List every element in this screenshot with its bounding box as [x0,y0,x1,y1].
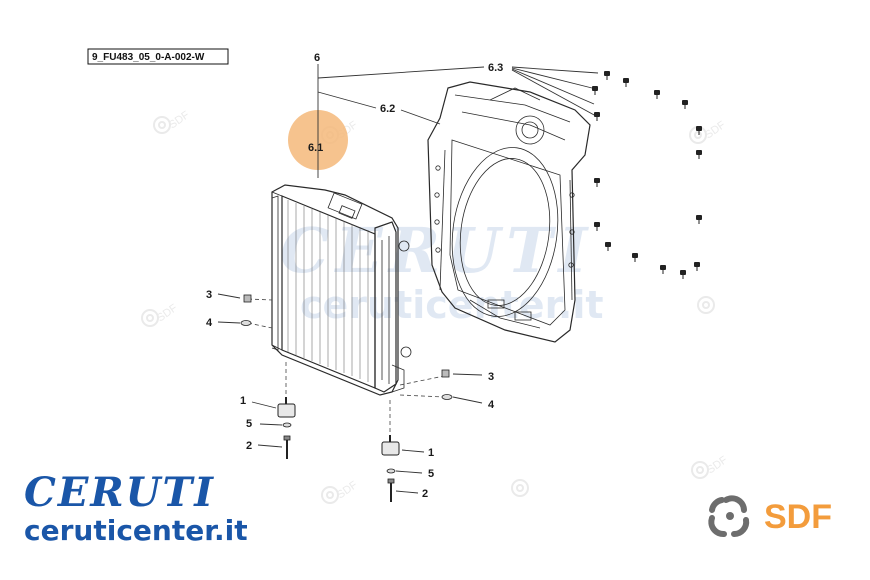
ceruti-url-text: ceruticenter.it [24,514,248,547]
fan-shroud [427,81,591,343]
bolt-icon [694,262,700,271]
background-watermark: CERUTI ceruticenter.it [280,214,604,327]
callout-mount-right: 1 [428,447,434,459]
seal-text: SDF [167,109,192,132]
seal-icon [141,309,159,327]
bolt-icon [696,150,702,159]
ceruti-logo: CERUTI ceruticenter.it [24,469,248,547]
sdf-swirl-icon [708,495,750,538]
spacer-left-icon [282,422,292,428]
bolt-icon [682,100,688,109]
seal-text: SDF [703,119,728,142]
callout-spacer-right: 5 [428,468,434,480]
bolt-icon [605,242,611,251]
washer-right-icon [441,394,453,400]
callout-washer-right: 4 [488,399,495,411]
callout-radiator-label: 6.1 [308,142,323,154]
bolt-icon [696,126,702,135]
watermark-url-text: ceruticenter.it [300,283,604,327]
seal-text: SDF [705,454,730,477]
seal-icon [691,461,709,479]
seal-icon [697,296,715,314]
bolt-icon [632,253,638,262]
top-leader-lines [317,64,599,178]
nut-right-icon [441,369,450,378]
nut-left-icon [243,294,252,303]
bolt-icon [594,178,600,187]
radiator [271,184,412,396]
watermark-ceruti-text: CERUTI [280,214,593,287]
callout-washer-left: 4 [206,317,213,329]
drawing-code-text: 9_FU483_05_0-A-002-W [92,52,205,63]
bolt-icon [592,86,598,95]
bolt-right-icon [387,478,395,502]
sdf-logo-text: SDF [764,498,832,536]
seal-text: SDF [335,479,360,502]
bolt-icon [604,71,610,80]
radiator-core-fins [287,200,369,382]
callout-assembly-label: 6 [314,52,320,64]
ceruti-logo-text: CERUTI [24,469,215,516]
callout-bolt-left: 2 [246,440,252,452]
seal-icon [511,479,529,497]
callout-spacer-left: 5 [246,418,252,430]
washer-left-icon [240,320,252,326]
sdf-logo: SDF [708,495,832,538]
spacer-right-icon [386,468,396,474]
drawing-code-box: 9_FU483_05_0-A-002-W [87,48,229,65]
callout-bolt-right: 2 [422,488,428,500]
right-mount-hardware: 3 4 1 5 2 [381,369,495,502]
seal-icon [321,486,339,504]
callout-shroud-label: 6.2 [380,103,395,115]
bolt-icon [594,112,600,121]
seal-icon [153,116,171,134]
bolt-icon [680,270,686,279]
callout-bolts-label: 6.3 [488,62,503,74]
rubber-mount-left-icon [277,397,296,418]
callout-nut-left: 3 [206,289,212,301]
bolt-icon [696,215,702,224]
bolt-icon [623,78,629,87]
bolt-icon [660,265,666,274]
bolt-icon [594,222,600,231]
bolt-left-icon [283,435,291,459]
callout-nut-right: 3 [488,371,494,383]
shroud-bolt-set [592,71,702,279]
seal-text: SDF [155,302,180,325]
bolt-icon [654,90,660,99]
rubber-mount-right-icon [381,435,400,456]
left-mount-hardware: 3 4 1 5 2 [206,289,296,459]
callout-mount-left: 1 [240,395,246,407]
